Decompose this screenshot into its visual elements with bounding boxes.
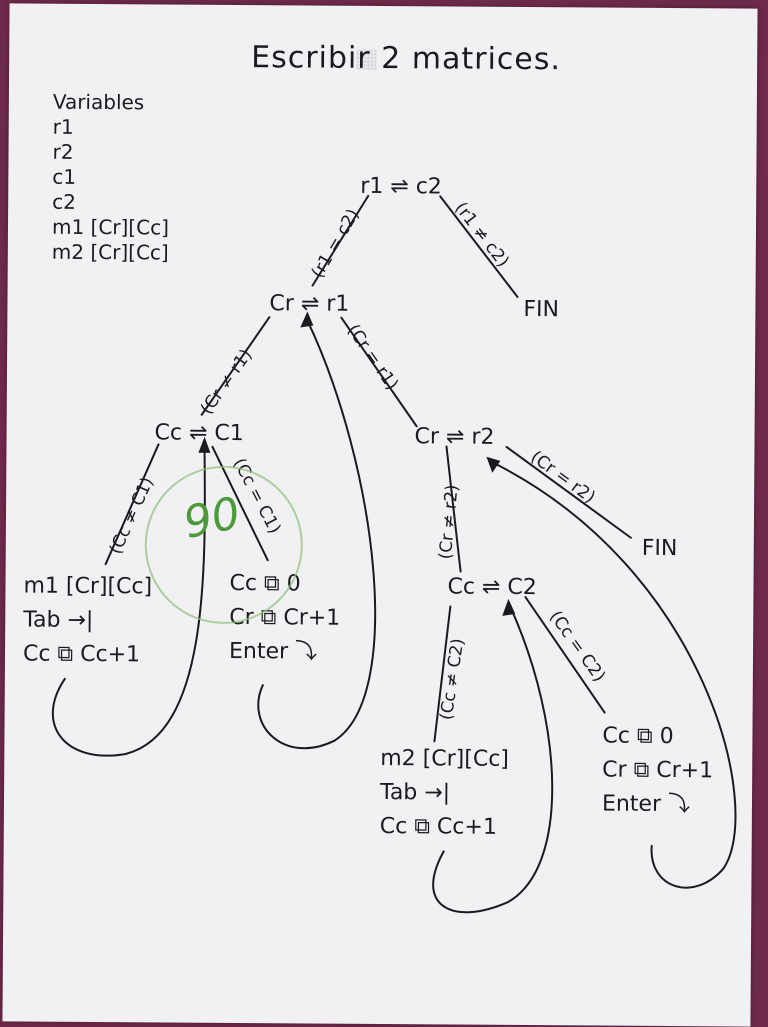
edge-line [200,316,271,416]
loop-arrow [257,319,377,750]
edge-line [524,596,606,714]
edge-line [445,445,462,573]
edge-line [211,445,269,562]
edge-line [505,445,632,539]
edge-line [340,316,418,428]
edge-line [311,194,370,287]
edge-line [439,195,519,298]
loop-arrow [490,460,737,889]
loop-arrow [52,443,206,757]
paper-sheet: ▦ Escribir 2 matrices. Variables r1 r2 c… [2,3,758,1027]
loop-arrow [432,605,554,914]
diagram-connectors [52,194,737,914]
edge-line [104,443,160,566]
grade-circle [144,465,303,624]
arrow-heads [198,311,516,616]
edge-line [433,605,452,743]
